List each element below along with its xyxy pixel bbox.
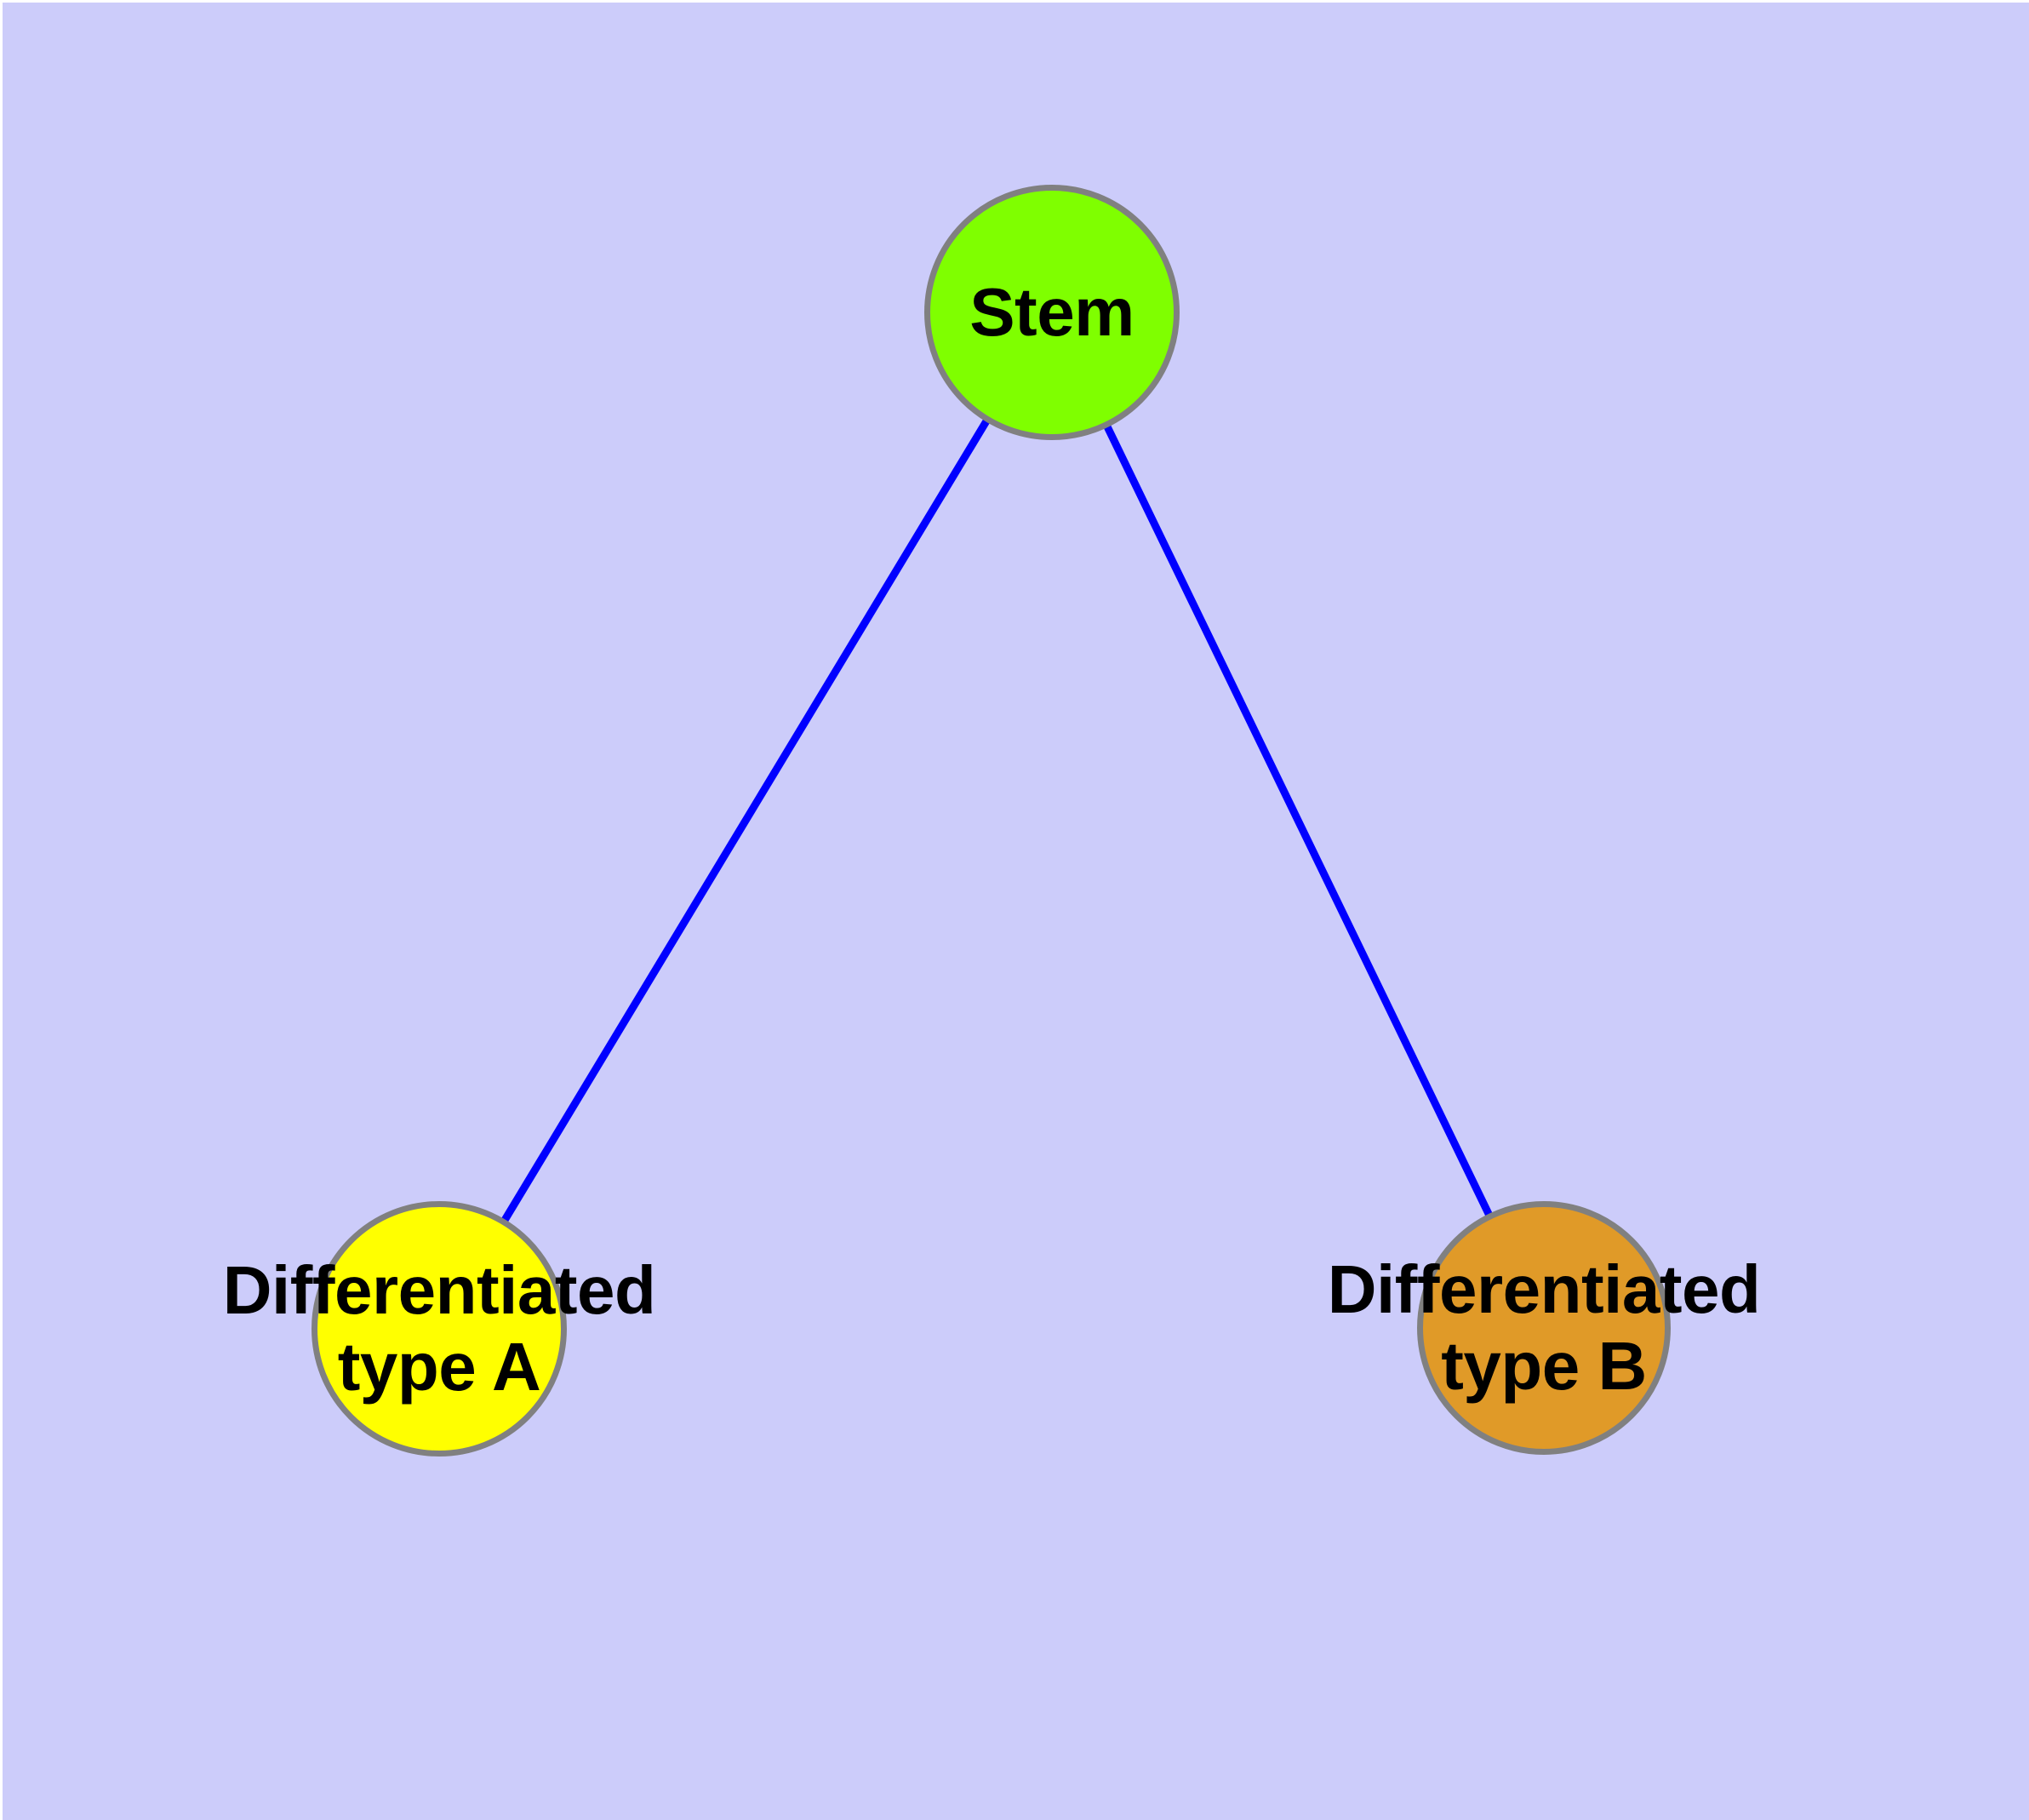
edge-stem-to-differentiated-type-b[interactable] — [1048, 311, 1548, 1330]
edge-stem-to-differentiated-type-a[interactable] — [436, 310, 1055, 1331]
node-stem[interactable] — [924, 185, 1180, 440]
node-differentiated-type-b[interactable] — [1417, 1201, 1671, 1455]
node-differentiated-type-a[interactable] — [311, 1201, 567, 1457]
